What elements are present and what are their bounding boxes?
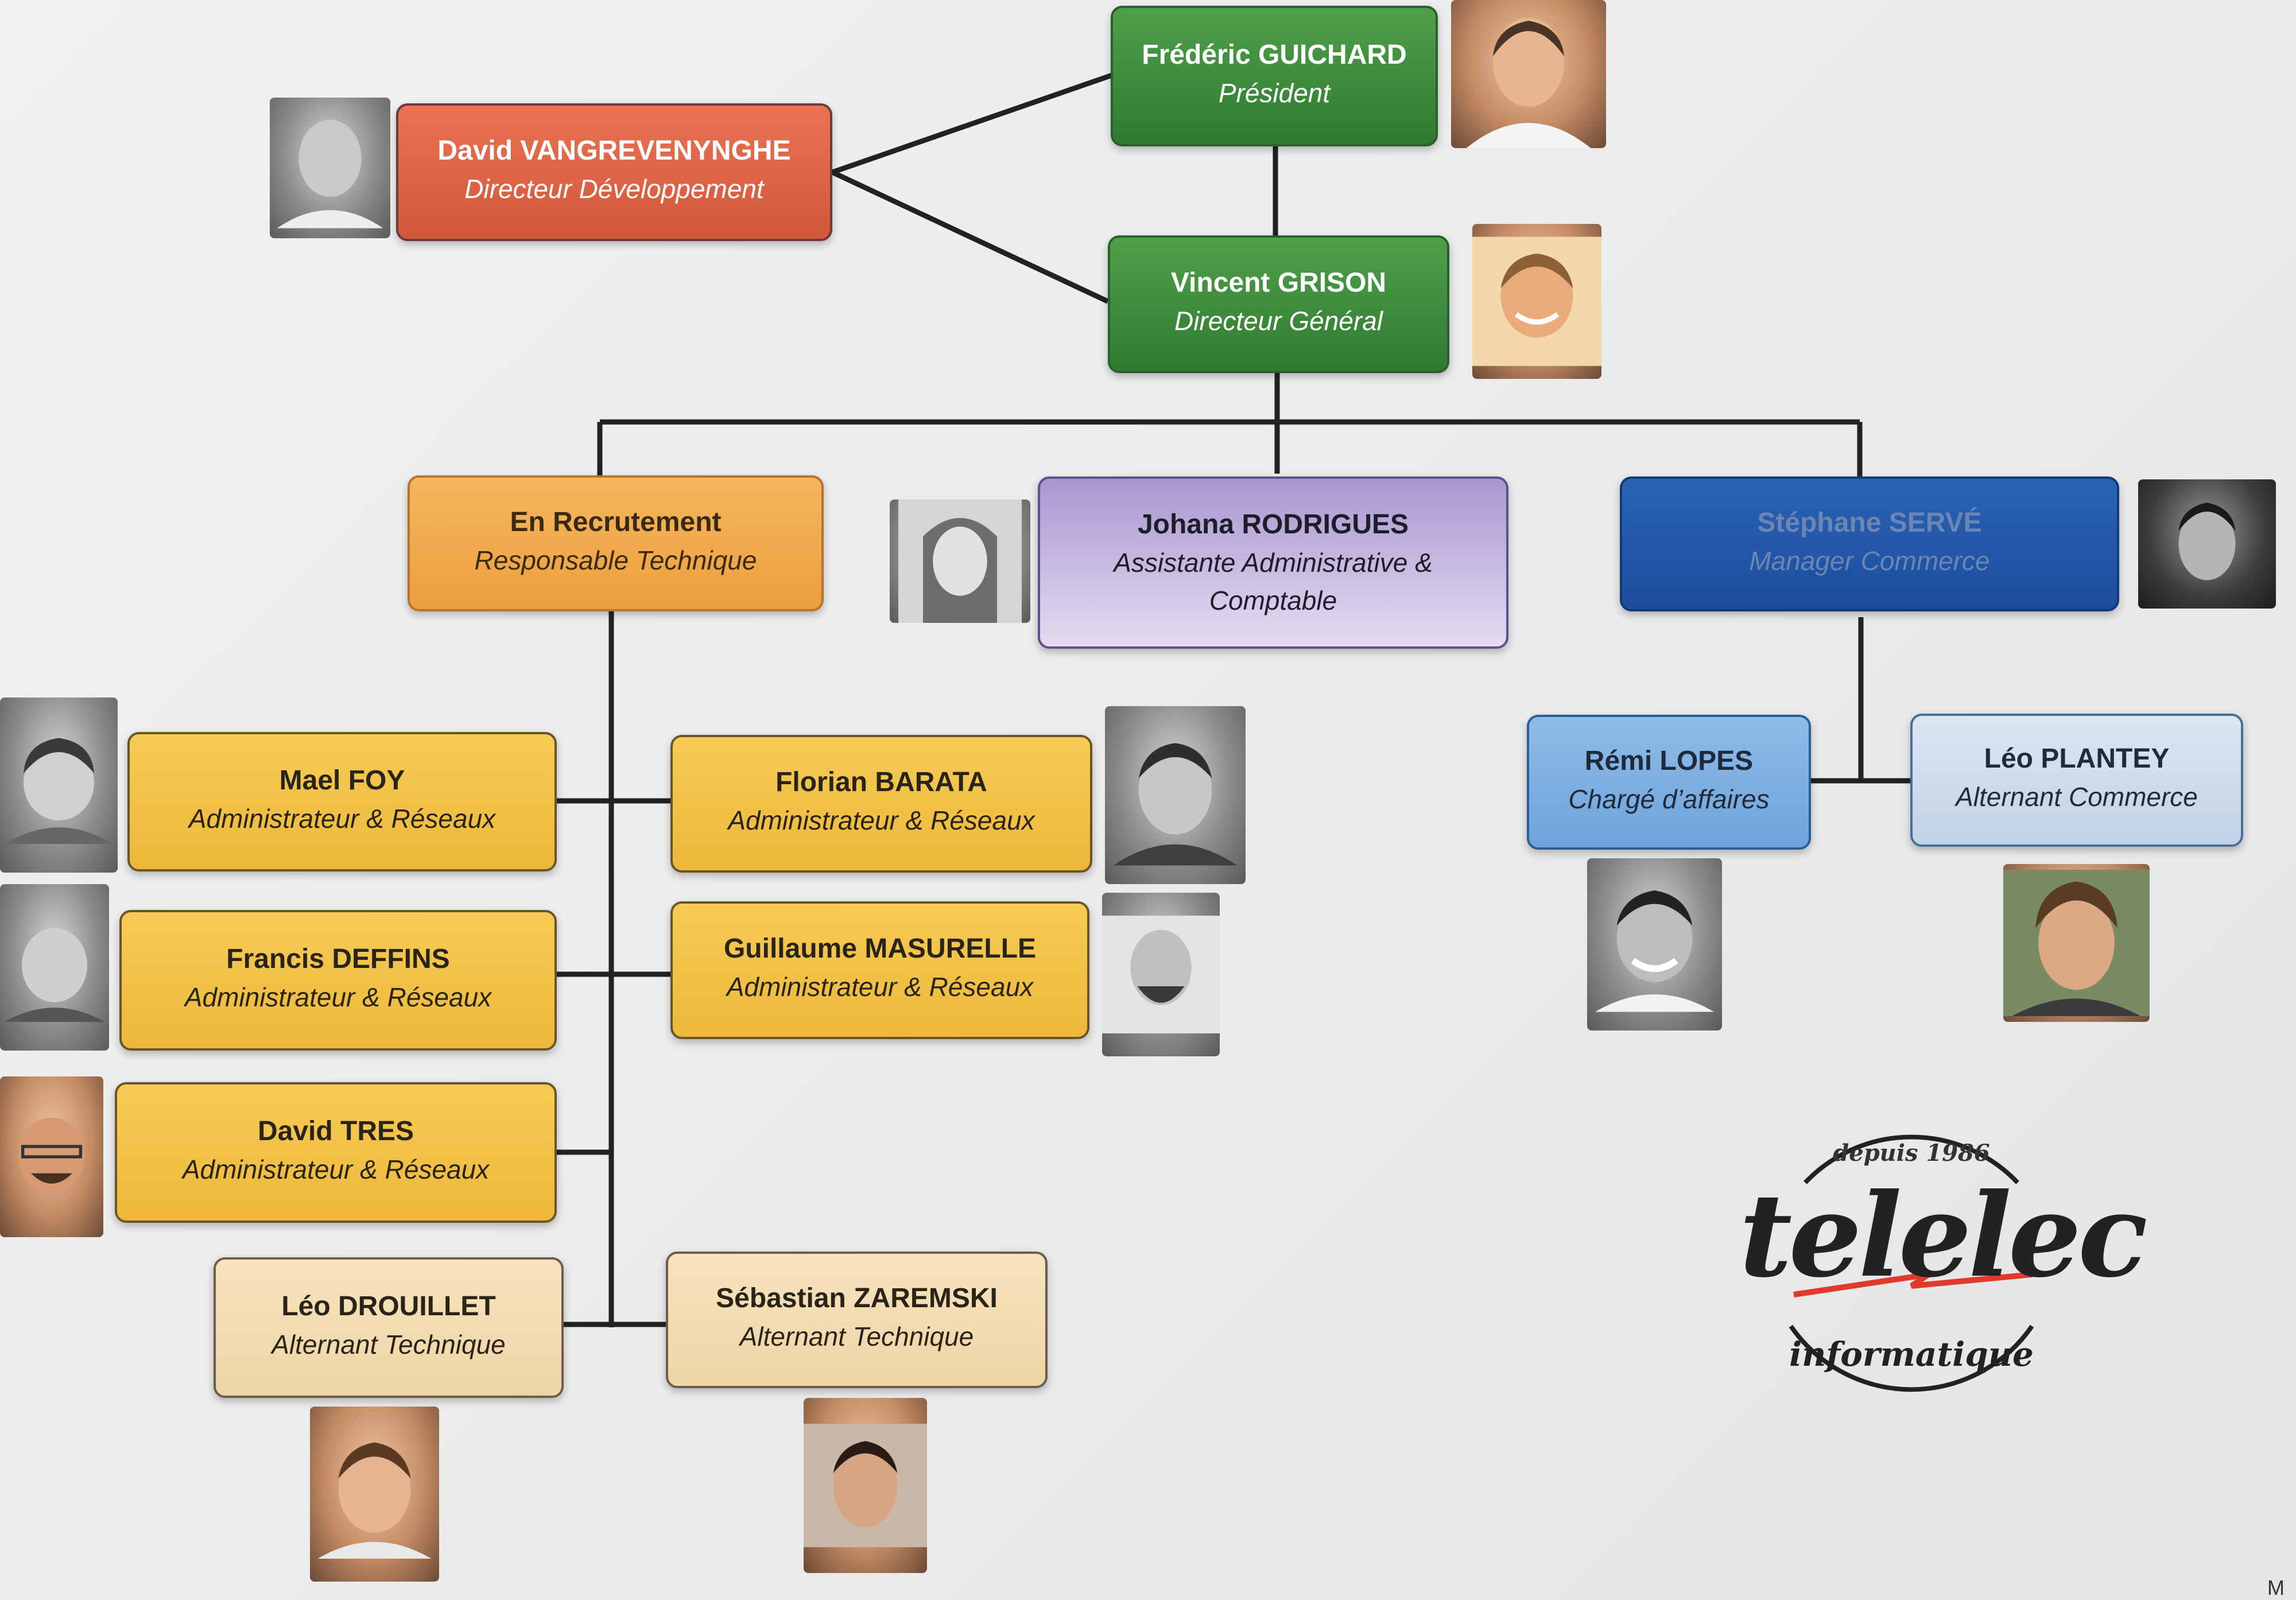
- manager-commerce-photo: [2138, 479, 2276, 609]
- leo-drouillet-box: Léo DROUILLET Alternant Technique: [214, 1257, 564, 1398]
- directeur-developpement-photo: [270, 98, 390, 238]
- logo-ring-icon: [1789, 1134, 2034, 1392]
- directeur-developpement-name: David VANGREVENYNGHE: [437, 135, 791, 166]
- leo-drouillet-photo: [310, 1407, 439, 1582]
- guillaume-masurelle-photo: [1102, 893, 1220, 1056]
- leo-plantey-photo: [2003, 864, 2150, 1022]
- assistante-role-line1: Assistante Administrative &: [1114, 548, 1433, 578]
- directeur-general-box: Vincent GRISON Directeur Général: [1108, 235, 1449, 373]
- francis-deffins-photo: [0, 884, 109, 1051]
- logo-tagline: informatique: [1789, 1335, 2034, 1374]
- logo-wordmark: telelec: [1739, 1168, 2148, 1303]
- president-name: Frédéric GUICHARD: [1142, 39, 1407, 70]
- mael-foy-box: Mael FOY Administrateur & Réseaux: [127, 732, 557, 871]
- francis-deffins-role: Administrateur & Réseaux: [184, 982, 492, 1012]
- david-tres-photo: [0, 1076, 103, 1237]
- remi-lopes-role: Chargé d’affaires: [1568, 784, 1770, 814]
- president-box: Frédéric GUICHARD Président: [1111, 6, 1438, 146]
- leo-plantey-name: Léo PLANTEY: [1984, 743, 2170, 774]
- florian-barata-photo: [1105, 706, 1246, 884]
- florian-barata-box: Florian BARATA Administrateur & Réseaux: [670, 735, 1092, 873]
- manager-commerce-name: Stéphane SERVÉ: [1757, 507, 1982, 538]
- manager-commerce-box: Stéphane SERVÉ Manager Commerce: [1620, 476, 2119, 611]
- telelec-logo: depuis 1986 telelec informatique: [1739, 1102, 2148, 1418]
- remi-lopes-name: Rémi LOPES: [1584, 745, 1754, 776]
- president-role: Président: [1218, 78, 1331, 108]
- president-photo: [1451, 0, 1606, 148]
- leo-drouillet-role: Alternant Technique: [272, 1329, 506, 1359]
- sebastian-zaremski-photo: [804, 1398, 927, 1573]
- mael-foy-name: Mael FOY: [279, 765, 405, 796]
- directeur-developpement-role: Directeur Développement: [464, 174, 764, 204]
- assistante-role-line2: Comptable: [1209, 586, 1337, 616]
- assistante-photo: [890, 499, 1030, 623]
- assistante-name: Johana RODRIGUES: [1137, 509, 1409, 540]
- mael-foy-photo: [0, 698, 118, 873]
- manager-commerce-role: Manager Commerce: [1749, 545, 1990, 576]
- directeur-general-photo: [1472, 224, 1601, 379]
- david-tres-box: David TRES Administrateur & Réseaux: [115, 1082, 557, 1223]
- leo-drouillet-name: Léo DROUILLET: [281, 1291, 496, 1322]
- sebastian-zaremski-box: Sébastian ZAREMSKI Alternant Technique: [666, 1252, 1048, 1388]
- sebastian-zaremski-name: Sébastian ZAREMSKI: [716, 1283, 998, 1314]
- responsable-technique-box: En Recrutement Responsable Technique: [408, 475, 824, 611]
- guillaume-masurelle-box: Guillaume MASURELLE Administrateur & Rés…: [670, 901, 1089, 1039]
- sebastian-zaremski-role: Alternant Technique: [739, 1322, 974, 1352]
- directeur-developpement-box: David VANGREVENYNGHE Directeur Développe…: [396, 103, 832, 241]
- francis-deffins-name: Francis DEFFINS: [226, 943, 450, 974]
- directeur-general-name: Vincent GRISON: [1170, 268, 1387, 299]
- assistante-box: Johana RODRIGUES Assistante Administrati…: [1038, 476, 1508, 649]
- corner-mark: M: [2267, 1576, 2285, 1599]
- responsable-technique-name: En Recrutement: [510, 506, 722, 537]
- francis-deffins-box: Francis DEFFINS Administrateur & Réseaux: [119, 910, 557, 1051]
- directeur-general-role: Directeur Général: [1174, 306, 1383, 336]
- florian-barata-name: Florian BARATA: [775, 767, 987, 798]
- david-tres-role: Administrateur & Réseaux: [182, 1154, 490, 1184]
- leo-plantey-role: Alternant Commerce: [1956, 782, 2198, 812]
- david-tres-name: David TRES: [257, 1115, 414, 1146]
- florian-barata-role: Administrateur & Réseaux: [728, 805, 1035, 836]
- logo-since-text: depuis 1986: [1833, 1140, 1990, 1167]
- remi-lopes-photo: [1587, 858, 1722, 1030]
- responsable-technique-role: Responsable Technique: [474, 545, 757, 575]
- remi-lopes-box: Rémi LOPES Chargé d’affaires: [1527, 715, 1811, 850]
- guillaume-masurelle-role: Administrateur & Réseaux: [726, 972, 1034, 1002]
- guillaume-masurelle-name: Guillaume MASURELLE: [723, 933, 1037, 964]
- mael-foy-role: Administrateur & Réseaux: [188, 803, 496, 834]
- leo-plantey-box: Léo PLANTEY Alternant Commerce: [1910, 714, 2243, 847]
